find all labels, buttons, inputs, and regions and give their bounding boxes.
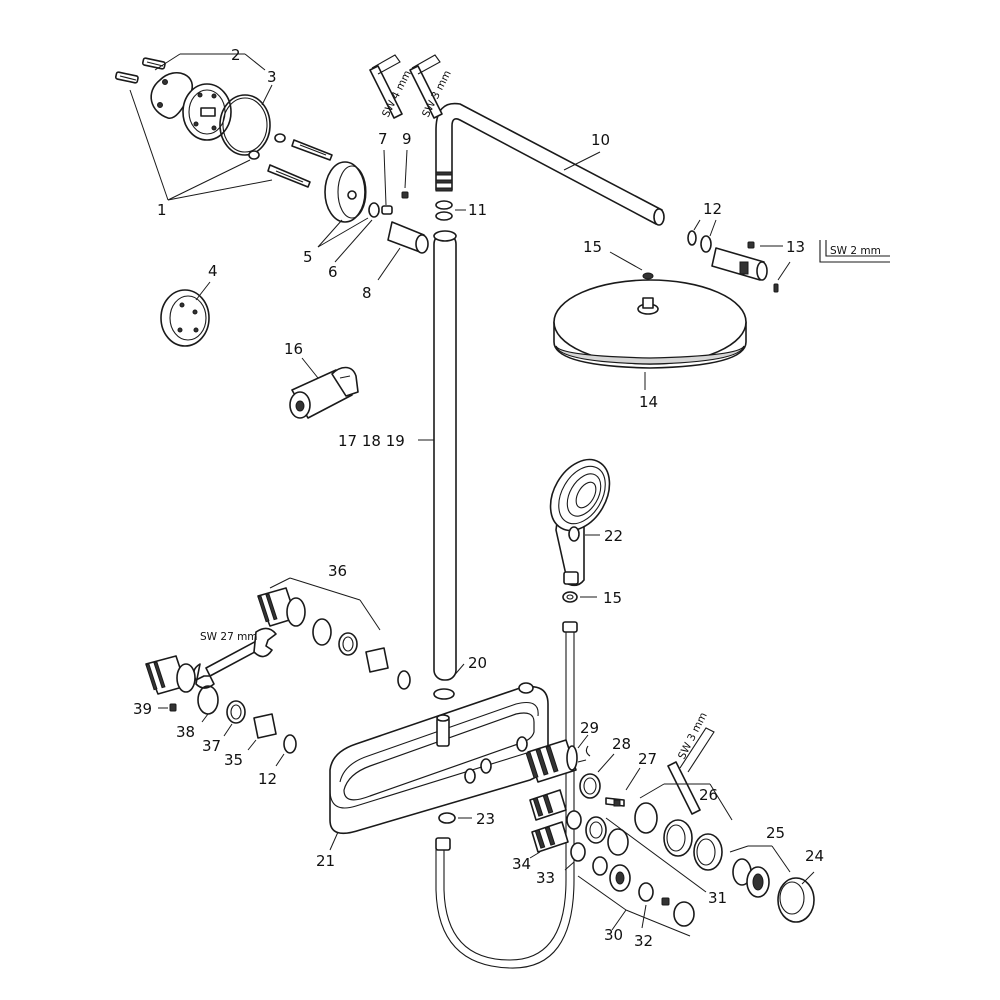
grub-screw-7 [381,205,393,215]
label-35: 35 [224,751,243,769]
label-3: 3 [267,68,277,86]
label-23: 23 [476,810,495,828]
label-16: 16 [284,340,303,358]
long-screws [248,133,333,188]
label-1: 1 [157,201,167,219]
label-8: 8 [362,284,372,302]
label-4: 4 [208,262,218,280]
label-17-18-19: 17 18 19 [338,432,405,450]
leaders-top-left [129,53,408,281]
tool-sw2-label: SW 2 mm [830,245,881,257]
label-2: 2 [231,46,241,64]
label-28: 28 [612,735,631,753]
label-33: 33 [536,869,555,887]
label-31: 31 [708,889,727,907]
cap-24 [777,871,815,923]
hand-shower-holder-16 [289,357,359,419]
washer-23 [438,812,472,824]
label-22: 22 [604,527,623,545]
ring-28 [579,753,615,799]
label-15a: 15 [583,238,602,256]
label-13: 13 [786,238,805,256]
label-26: 26 [699,786,718,804]
tool-sw27-label: SW 27 mm [200,631,258,643]
label-14: 14 [639,393,658,411]
label-30: 30 [604,926,623,944]
overhead-shower-14 [553,251,747,390]
hex-key-2mm: SW 2 mm [819,240,890,263]
label-37: 37 [202,737,221,755]
label-6: 6 [328,263,338,281]
wall-cover-disc-4 [160,281,211,347]
small-o-ring-6 [368,202,380,218]
washer-15-lower [562,591,597,603]
ring-20 [433,663,465,700]
hand-shower-22 [549,458,611,587]
label-12b: 12 [258,770,277,788]
o-ring-large [219,94,271,156]
wrench-27mm: SW 27 mm [192,627,277,689]
part-number-labels: 1 2 3 4 5 6 7 8 9 10 11 12 13 14 15 16 1… [133,46,824,950]
label-10: 10 [591,131,610,149]
mounting-plate [182,83,232,141]
o-rings-11 [435,200,466,221]
wall-rosette [324,161,367,223]
set-screw-9 [401,191,409,199]
wall-mount-screws [114,57,166,84]
label-11: 11 [468,201,487,219]
diverter-31 [585,816,707,893]
cap-group-30-32 [577,875,695,937]
s-union-lower [145,655,297,767]
label-25: 25 [766,824,785,842]
screw-27 [605,767,641,807]
handle-assembly-26 [634,783,733,871]
shower-hose [435,621,578,969]
label-39: 39 [133,700,152,718]
mounting-plate-gasket [150,71,193,119]
label-24: 24 [805,847,824,865]
knob-assembly-25 [729,845,791,898]
label-38: 38 [176,723,195,741]
label-15b: 15 [603,589,622,607]
label-12a: 12 [703,200,722,218]
connector-parts-12-13 [687,219,791,293]
label-7: 7 [378,130,388,148]
ring-33 [564,810,586,871]
riser-rail [418,230,457,681]
label-9: 9 [402,130,412,148]
label-5: 5 [303,248,313,266]
label-29: 29 [580,719,599,737]
s-union-36 [257,577,411,690]
tool-sw3b-label: SW 3 mm [676,711,710,762]
label-27: 27 [638,750,657,768]
label-20: 20 [468,654,487,672]
leader-21 [329,831,339,851]
label-34: 34 [512,855,531,873]
label-36: 36 [328,562,347,580]
valve-34 [529,789,569,859]
hex-key-4mm: SW 4 mm [369,54,414,119]
label-32: 32 [634,932,653,950]
thermostat-cartridge-29 [525,734,591,783]
label-21: 21 [316,852,335,870]
thermostat-shelf-21 [329,682,549,835]
rail-holder-8 [387,221,429,254]
